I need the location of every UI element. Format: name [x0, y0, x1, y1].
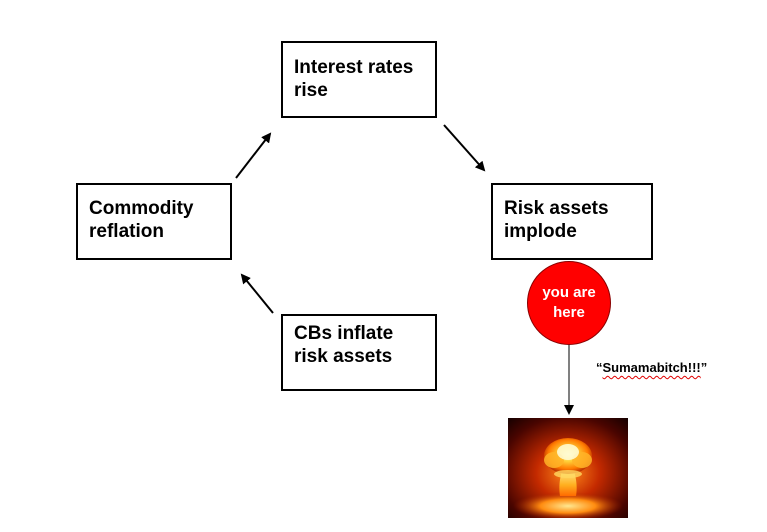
arrow-cbs-to-commodity	[240, 273, 274, 314]
node-commodity-reflation: Commodity reflation	[76, 183, 232, 260]
node-interest-rates-rise: Interest rates rise	[281, 41, 437, 118]
you-are-here-marker: you are here	[527, 261, 611, 345]
open-quote: “	[596, 360, 603, 375]
arrow-rates-to-risk	[443, 124, 486, 172]
node-risk-assets-implode: Risk assets implode	[491, 183, 653, 260]
close-quote: ”	[700, 360, 708, 375]
nuclear-explosion-icon	[508, 418, 628, 518]
node-cbs-inflate-risk-assets: CBs inflate risk assets	[281, 314, 437, 391]
callout-quote: “Sumamabitch!!!”	[596, 360, 707, 375]
callout-word: Sumamabitch!!!	[602, 360, 701, 375]
node-label: Commodity reflation	[89, 198, 194, 242]
arrow-commodity-to-rates	[235, 132, 272, 179]
node-label: Interest rates rise	[294, 57, 414, 101]
node-label: Risk assets implode	[504, 198, 609, 242]
marker-label: you are here	[542, 284, 596, 321]
node-label: CBs inflate risk assets	[294, 323, 394, 367]
